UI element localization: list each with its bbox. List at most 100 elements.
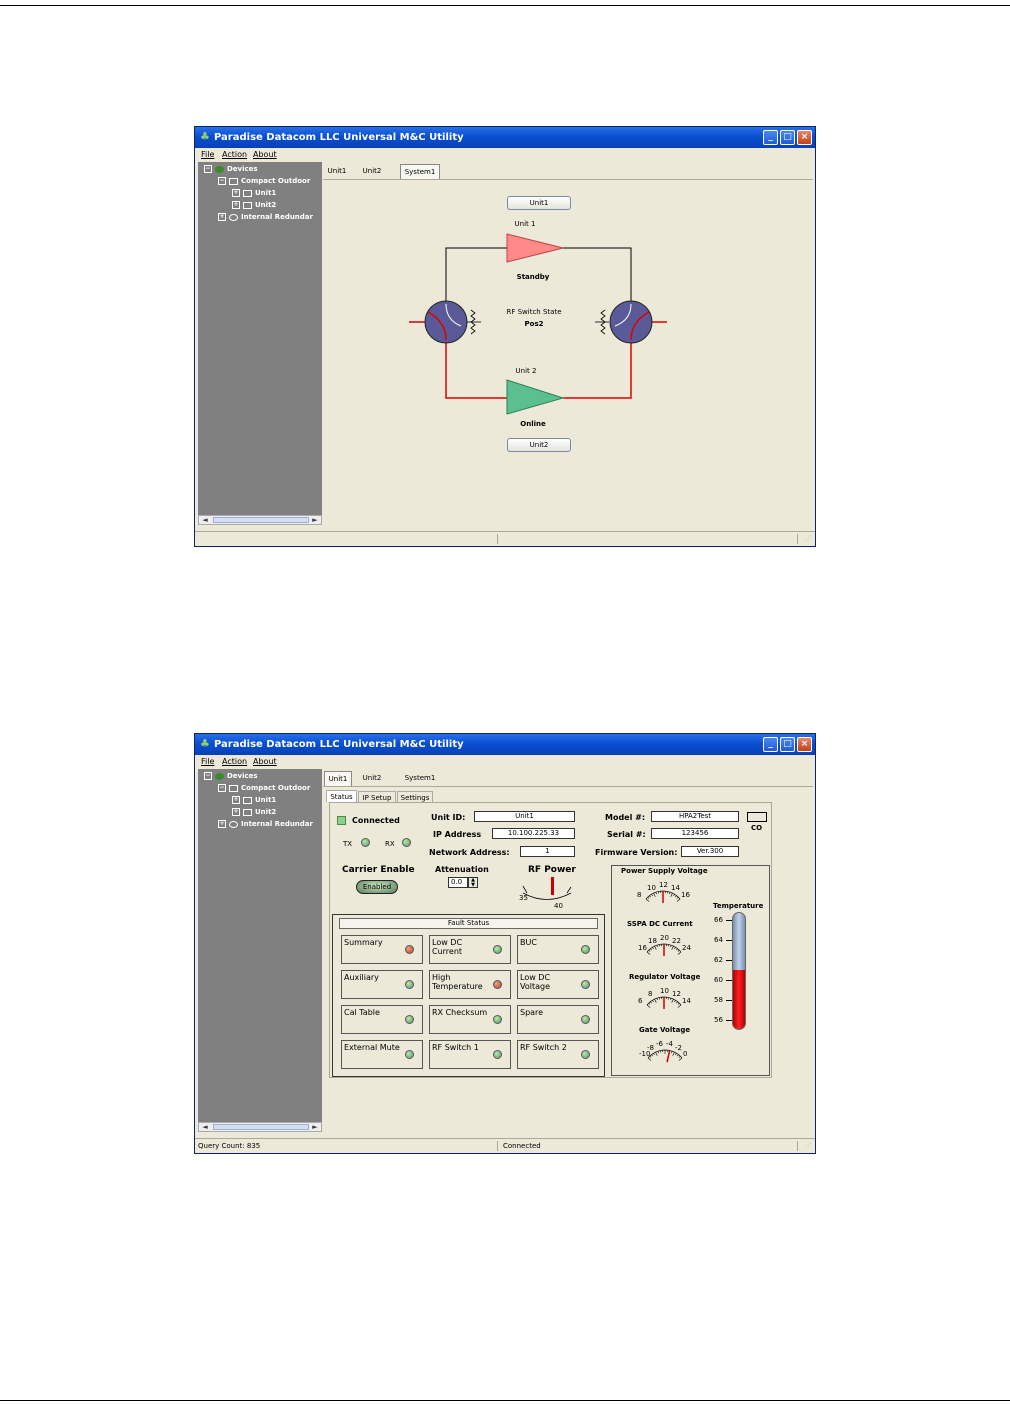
collapse-icon[interactable]: −: [218, 784, 226, 792]
subtab-ip-setup[interactable]: IP Setup: [358, 791, 396, 803]
expand-icon[interactable]: +: [232, 796, 240, 804]
serial-field[interactable]: 123456: [651, 828, 739, 839]
expand-icon[interactable]: +: [218, 213, 226, 221]
fault-led: [405, 945, 414, 954]
gauge-tick: [670, 892, 673, 897]
switch-path-right-2: [614, 303, 632, 327]
resize-grip-icon[interactable]: ⋰: [805, 1142, 811, 1149]
scroll-thumb[interactable]: [213, 517, 309, 523]
expand-icon[interactable]: +: [232, 201, 240, 209]
tree-item-internal-redundancy[interactable]: + Internal Redundar: [218, 213, 313, 224]
menu-file[interactable]: File: [201, 150, 215, 159]
subtab-settings[interactable]: Settings: [397, 791, 433, 803]
ip-address-field[interactable]: 10.100.225.33: [492, 828, 575, 839]
tree-item-devices[interactable]: −Devices: [204, 772, 258, 783]
tree-item-unit1[interactable]: +Unit1: [232, 796, 276, 807]
collapse-icon[interactable]: −: [218, 177, 226, 185]
device-icon: [243, 189, 252, 197]
tab-system1[interactable]: System1: [404, 774, 436, 782]
tree-horizontal-scrollbar[interactable]: ◄ ►: [198, 1122, 322, 1132]
tree-item-unit2[interactable]: +Unit2: [232, 201, 276, 212]
expand-icon[interactable]: +: [232, 808, 240, 816]
temperature-tick: [726, 940, 732, 941]
status-bar: Query Count: 835 Connected ⋰: [195, 1138, 815, 1153]
gauge-tick-label: 20: [660, 934, 669, 942]
attenuation-field[interactable]: 0.0: [448, 877, 468, 888]
maximize-button[interactable]: □: [780, 130, 795, 145]
gauge-tick: [656, 945, 658, 948]
gauge-tick-label: 0: [683, 1050, 688, 1058]
active-path-right: [563, 340, 632, 399]
collapse-icon[interactable]: −: [204, 772, 212, 780]
gate-voltage-title: Gate Voltage: [639, 1026, 691, 1034]
gauge-tick-label: 10: [660, 987, 669, 995]
gauge-tick: [678, 1057, 683, 1061]
tab-unit1[interactable]: Unit1: [327, 167, 347, 175]
unit1-button[interactable]: Unit1: [507, 196, 571, 210]
menu-about[interactable]: About: [253, 150, 277, 159]
rx-led: [402, 838, 411, 847]
tree-item-devices[interactable]: −Devices: [204, 165, 258, 176]
tree-item-unit1[interactable]: +Unit1: [232, 189, 276, 200]
tree-horizontal-scrollbar[interactable]: ◄ ►: [198, 515, 322, 525]
temperature-tick: [726, 920, 732, 921]
fault-label: Summary: [344, 938, 383, 947]
tree-item-compact-outdoor[interactable]: −Compact Outdoor: [218, 177, 310, 188]
subtab-status[interactable]: Status: [326, 790, 357, 802]
ip-address-label: IP Address: [433, 830, 482, 839]
close-button[interactable]: ×: [797, 130, 812, 145]
menu-about[interactable]: About: [253, 757, 277, 766]
menu-action[interactable]: Action: [222, 150, 248, 159]
tree-item-internal-redundancy[interactable]: +Internal Redundar: [218, 820, 313, 831]
fault-label: RX Checksum: [432, 1008, 488, 1017]
carrier-enable-button[interactable]: Enabled: [356, 880, 398, 894]
tab-unit2[interactable]: Unit2: [362, 167, 382, 175]
expand-icon[interactable]: +: [232, 189, 240, 197]
temperature-tick: [726, 980, 732, 981]
tab-unit2[interactable]: Unit2: [362, 774, 382, 782]
close-button[interactable]: ×: [797, 737, 812, 752]
expand-icon[interactable]: +: [218, 820, 226, 828]
standby-path-right: [563, 247, 632, 310]
maximize-button[interactable]: □: [780, 737, 795, 752]
tree-item-unit2[interactable]: +Unit2: [232, 808, 276, 819]
gauge-tick: [678, 1055, 681, 1058]
connection-status: Connected: [503, 1142, 541, 1150]
minimize-button[interactable]: _: [763, 737, 778, 752]
scroll-right-icon[interactable]: ►: [312, 516, 318, 524]
menu-file[interactable]: File: [201, 757, 215, 766]
tab-system1[interactable]: System1: [400, 164, 440, 179]
scroll-left-icon[interactable]: ◄: [202, 1123, 208, 1131]
gauge-tick-label: -6: [656, 1040, 663, 1048]
network-address-field[interactable]: 1: [520, 846, 575, 857]
resize-grip-icon[interactable]: ⋰: [805, 535, 811, 542]
firmware-field[interactable]: Ver.300: [681, 846, 739, 857]
attenuation-spinner[interactable]: ▲▼: [468, 877, 478, 888]
tree-label: Internal Redundar: [241, 213, 313, 221]
gauge-tick: [649, 895, 651, 898]
collapse-icon[interactable]: −: [204, 165, 212, 173]
model-field[interactable]: HPA2Test: [651, 811, 739, 822]
tab-unit1[interactable]: Unit1: [324, 771, 352, 786]
gauge-tick: [670, 998, 672, 1001]
menu-action[interactable]: Action: [222, 757, 248, 766]
menu-bar: File Action About: [195, 148, 815, 161]
unit-id-field[interactable]: Unit1: [474, 811, 575, 822]
fault-label: RF Switch 1: [432, 1043, 479, 1052]
temperature-tick-label: 56: [714, 1016, 723, 1024]
gauge-tick: [650, 948, 652, 951]
scroll-left-icon[interactable]: ◄: [202, 516, 208, 524]
gauge-tick: [654, 945, 657, 950]
unit2-button[interactable]: Unit2: [507, 438, 571, 452]
minimize-button[interactable]: _: [763, 130, 778, 145]
gauge-tick: [677, 1054, 679, 1057]
scroll-thumb[interactable]: [213, 1124, 309, 1130]
title-bar: ♣ Paradise Datacom LLC Universal M&C Uti…: [195, 127, 815, 148]
temperature-tick: [726, 1020, 732, 1021]
standby-path-left: [445, 247, 507, 310]
scroll-right-icon[interactable]: ►: [312, 1123, 318, 1131]
tree-item-compact-outdoor[interactable]: −Compact Outdoor: [218, 784, 310, 795]
temperature-tick-label: 60: [714, 976, 723, 984]
gauge-tick: [676, 898, 681, 902]
rf-power-tick-35: 35: [519, 894, 528, 902]
